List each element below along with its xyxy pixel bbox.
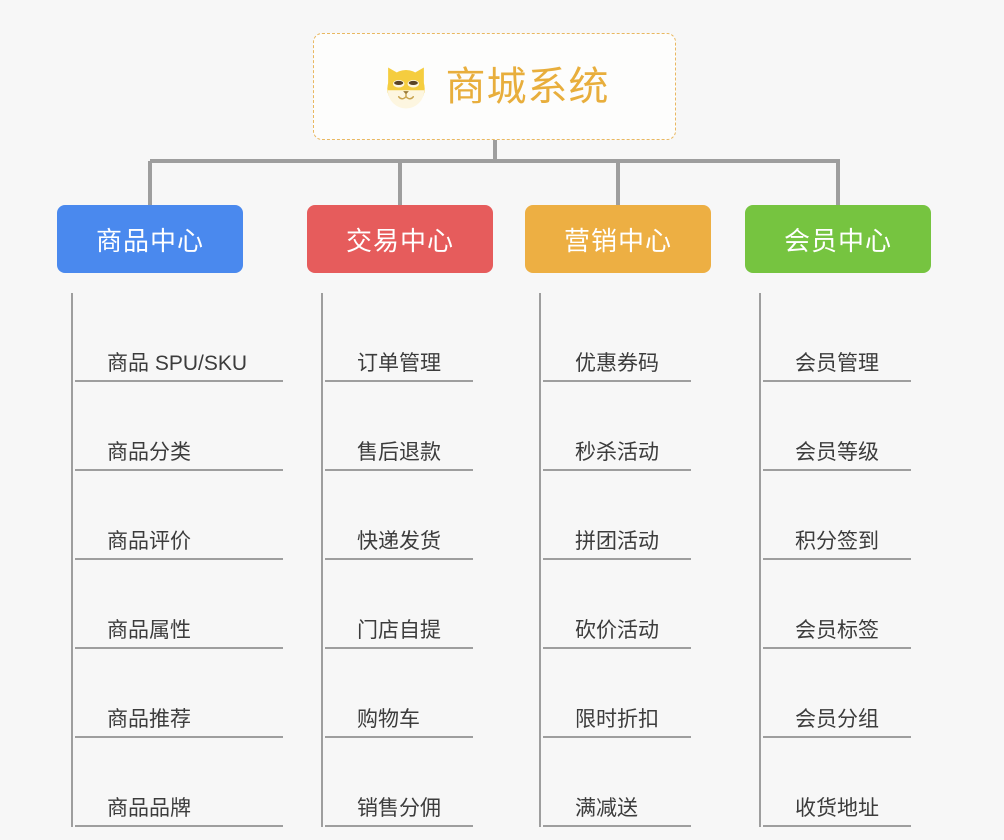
branch-product-center: 商品中心 商品 SPU/SKU 商品分类 商品评价 商品属性 商品推荐 商品品牌 (57, 205, 283, 827)
category-label: 会员中心 (783, 225, 892, 256)
leaf-label: 砍价活动 (575, 619, 659, 642)
category-label: 交易中心 (345, 225, 454, 256)
leaf-label: 满减送 (575, 797, 638, 820)
leaf-label: 商品分类 (107, 441, 191, 464)
root-title: 商城系统 (445, 64, 610, 109)
category-box-trade-center[interactable]: 交易中心 (307, 205, 493, 273)
leaf-item[interactable]: 限时折扣 (543, 649, 691, 738)
leaf-label: 门店自提 (357, 619, 441, 642)
leaf-item[interactable]: 会员等级 (763, 382, 911, 471)
leaf-label: 快递发货 (357, 530, 441, 553)
category-box-product-center[interactable]: 商品中心 (57, 205, 243, 273)
leaf-list-trade-center: 订单管理 售后退款 快递发货 门店自提 购物车 销售分佣 (321, 293, 493, 827)
root-node[interactable]: 商城系统 (313, 33, 676, 140)
leaf-label: 购物车 (357, 708, 420, 731)
leaf-label: 销售分佣 (357, 797, 441, 820)
leaf-item[interactable]: 购物车 (325, 649, 473, 738)
category-box-member-center[interactable]: 会员中心 (745, 205, 931, 273)
leaf-label: 商品推荐 (107, 708, 191, 731)
branch-trade-center: 交易中心 订单管理 售后退款 快递发货 门店自提 购物车 销售分佣 (307, 205, 493, 827)
leaf-item[interactable]: 门店自提 (325, 560, 473, 649)
leaf-label: 会员管理 (795, 352, 879, 375)
branch-marketing-center: 营销中心 优惠券码 秒杀活动 拼团活动 砍价活动 限时折扣 满减送 (525, 205, 711, 827)
leaf-label: 商品品牌 (107, 797, 191, 820)
leaf-list-marketing-center: 优惠券码 秒杀活动 拼团活动 砍价活动 限时折扣 满减送 (539, 293, 711, 827)
leaf-item[interactable]: 商品 SPU/SKU (75, 293, 283, 382)
shiba-dog-icon (386, 67, 425, 108)
leaf-label: 商品评价 (107, 530, 191, 553)
leaf-item[interactable]: 会员管理 (763, 293, 911, 382)
leaf-item[interactable]: 拼团活动 (543, 471, 691, 560)
leaf-label: 积分签到 (795, 530, 879, 553)
leaf-item[interactable]: 收货地址 (763, 738, 911, 827)
leaf-item[interactable]: 会员分组 (763, 649, 911, 738)
leaf-label: 会员标签 (795, 619, 879, 642)
leaf-item[interactable]: 砍价活动 (543, 560, 691, 649)
leaf-list-member-center: 会员管理 会员等级 积分签到 会员标签 会员分组 收货地址 (759, 293, 931, 827)
category-label: 营销中心 (563, 225, 672, 256)
category-label: 商品中心 (95, 225, 204, 256)
leaf-label: 拼团活动 (575, 530, 659, 553)
leaf-item[interactable]: 订单管理 (325, 293, 473, 382)
leaf-item[interactable]: 积分签到 (763, 471, 911, 560)
leaf-list-product-center: 商品 SPU/SKU 商品分类 商品评价 商品属性 商品推荐 商品品牌 (71, 293, 283, 827)
leaf-label: 限时折扣 (575, 708, 659, 731)
leaf-item[interactable]: 商品品牌 (75, 738, 283, 827)
leaf-item[interactable]: 售后退款 (325, 382, 473, 471)
leaf-label: 收货地址 (795, 797, 879, 820)
leaf-item[interactable]: 商品分类 (75, 382, 283, 471)
leaf-label: 订单管理 (357, 352, 441, 375)
leaf-label: 优惠券码 (575, 352, 659, 375)
leaf-item[interactable]: 满减送 (543, 738, 691, 827)
leaf-item[interactable]: 商品属性 (75, 560, 283, 649)
leaf-item[interactable]: 会员标签 (763, 560, 911, 649)
category-box-marketing-center[interactable]: 营销中心 (525, 205, 711, 273)
leaf-item[interactable]: 秒杀活动 (543, 382, 691, 471)
leaf-label: 会员等级 (795, 441, 879, 464)
leaf-label: 商品 SPU/SKU (107, 352, 248, 375)
leaf-label: 售后退款 (357, 441, 441, 464)
leaf-label: 商品属性 (107, 619, 191, 642)
leaf-label: 秒杀活动 (575, 441, 659, 464)
leaf-item[interactable]: 销售分佣 (325, 738, 473, 827)
leaf-item[interactable]: 快递发货 (325, 471, 473, 560)
leaf-item[interactable]: 优惠券码 (543, 293, 691, 382)
leaf-label: 会员分组 (795, 708, 879, 731)
leaf-item[interactable]: 商品推荐 (75, 649, 283, 738)
branch-member-center: 会员中心 会员管理 会员等级 积分签到 会员标签 会员分组 收货地址 (745, 205, 931, 827)
leaf-item[interactable]: 商品评价 (75, 471, 283, 560)
